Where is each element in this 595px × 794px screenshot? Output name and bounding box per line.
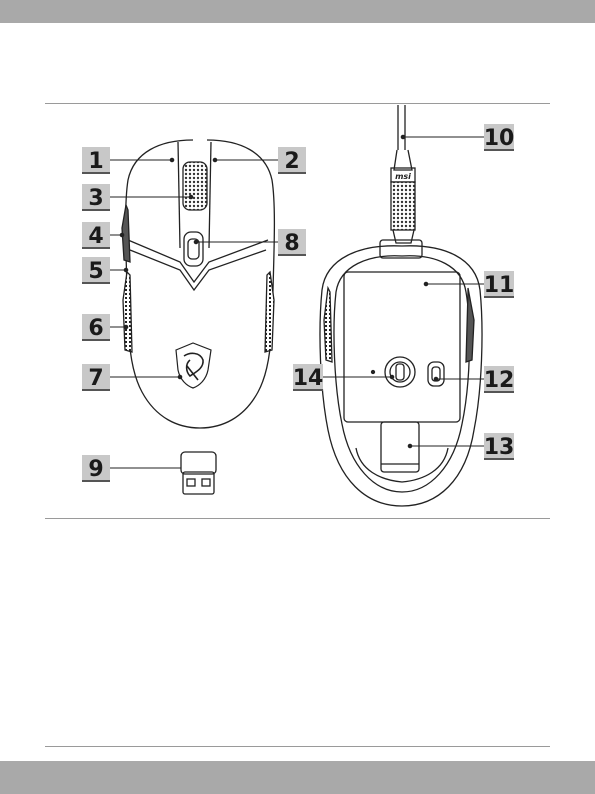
callout-2: 2 [278, 147, 306, 174]
callout-label: 2 [284, 149, 299, 174]
callout-12: 12 [484, 366, 515, 393]
callout-label: 7 [88, 366, 103, 391]
callout-label: 12 [484, 368, 515, 393]
callout-label: 9 [88, 457, 103, 482]
callout-1: 1 [82, 147, 110, 174]
callout-label: 5 [88, 259, 103, 284]
callout-label: 13 [484, 435, 515, 460]
callout-8: 8 [278, 229, 306, 256]
callout-3: 3 [82, 184, 110, 211]
callout-label: 3 [88, 186, 103, 211]
callout-label: 10 [484, 126, 515, 151]
callout-label: 1 [88, 149, 103, 174]
callout-14: 14 [293, 364, 324, 391]
callout-9: 9 [82, 455, 110, 482]
callout-7: 7 [82, 364, 110, 391]
callout-label: 4 [88, 224, 103, 249]
callout-label: 6 [88, 316, 103, 341]
callout-11: 11 [484, 271, 515, 298]
cable-logo: msi [395, 172, 411, 181]
callout-4: 4 [82, 222, 110, 249]
callout-label: 14 [293, 366, 324, 391]
callout-label: 11 [484, 273, 515, 298]
msi-dragon-logo-icon [176, 343, 211, 388]
mouse-bottom-view-icon [320, 240, 482, 506]
callout-5: 5 [82, 257, 110, 284]
callout-6: 6 [82, 314, 110, 341]
callout-10: 10 [484, 124, 515, 151]
usb-dongle-icon [181, 452, 216, 494]
callout-13: 13 [484, 433, 515, 460]
callout-label: 8 [284, 231, 299, 256]
